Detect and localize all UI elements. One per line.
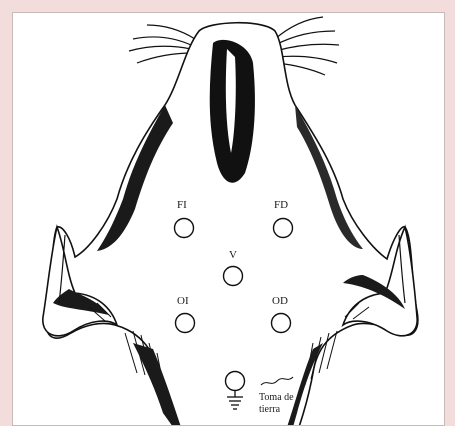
cow-head-drawing [13,13,445,426]
electrode-oi [176,314,195,333]
illustration-frame: FI FD V OI OD Toma de tierra [12,12,445,426]
label-oi: OI [177,295,189,307]
label-fd: FD [274,199,288,211]
electrode-ground [226,372,245,391]
ground-label-line1: Toma de [259,392,294,403]
label-od: OD [272,295,288,307]
ground-label-line2: tierra [259,404,280,415]
electrode-fi [175,219,194,238]
electrode-fd [274,219,293,238]
electrode-v [224,267,243,286]
electrode-od [272,314,291,333]
label-v: V [229,249,237,261]
label-fi: FI [177,199,187,211]
